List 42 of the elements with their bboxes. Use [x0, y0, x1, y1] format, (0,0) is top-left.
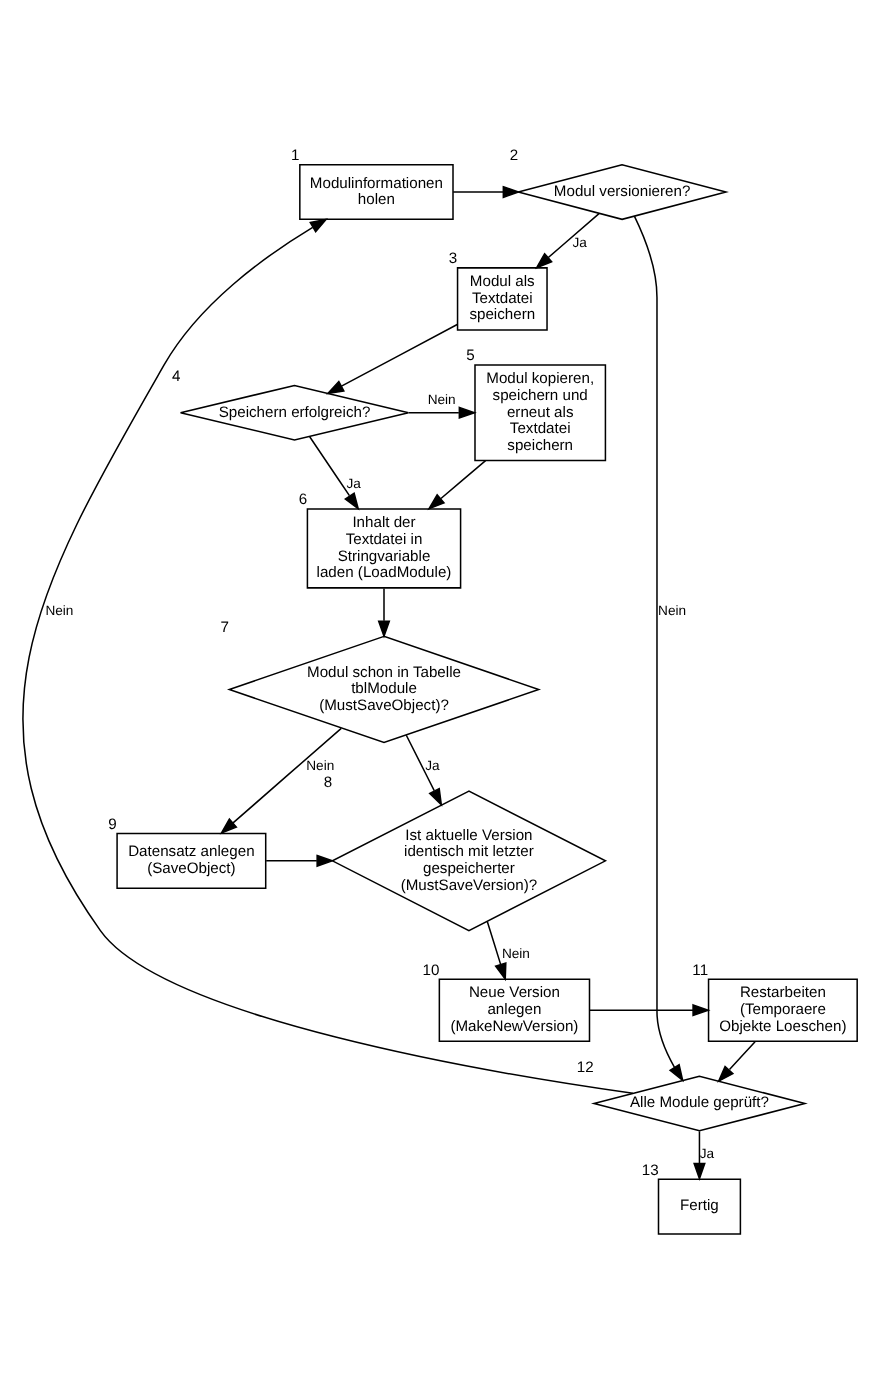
node-label: 4 — [171, 366, 181, 385]
arrow — [589, 1003, 711, 1017]
arrow — [427, 459, 487, 511]
arrow — [22, 218, 634, 1095]
node-label: 6 — [298, 490, 308, 509]
node-diamond: Ist aktuelle Version identisch mit letzter gespeicherter (MustSaveVersion)? — [330, 790, 608, 932]
node-box: Inhalt der Textdatei in Stringvariable laden (LoadModule) — [306, 508, 462, 589]
node-box: Neue Version anlegen (MakeNewVersion) — [438, 978, 591, 1043]
arrow — [308, 435, 360, 511]
node-box: Modul kopieren, speichern und erneut als Textdatei speichern — [474, 364, 607, 462]
arrow — [265, 854, 335, 868]
node-diamond: Alle Module geprüft? — [590, 1075, 808, 1132]
arrow — [452, 185, 521, 199]
arrow — [693, 1130, 706, 1181]
node-diamond: Speichern erfolgreich? — [179, 384, 410, 441]
node-box: Modul als Textdatei speichern — [456, 267, 548, 331]
node-box: Fertig — [657, 1178, 742, 1235]
node-diamond: Modul schon in Tabelle tblModule (MustSaveObject)? — [226, 635, 542, 744]
node-label: 11 — [692, 960, 709, 979]
node-label: 9 — [108, 815, 117, 834]
node-label: 8 — [323, 772, 333, 791]
node-label: 10 — [422, 960, 440, 979]
node-label: 2 — [509, 146, 519, 165]
arrow — [717, 1041, 756, 1083]
arrow — [633, 215, 684, 1083]
arrow — [405, 734, 443, 807]
node-box: Restarbeiten (Temporaere Objekte Loeschen) — [707, 978, 858, 1043]
node-label: 5 — [466, 346, 475, 365]
node-label: 3 — [448, 249, 458, 268]
node-diamond: Modul versionieren? — [515, 163, 729, 221]
node-label: 13 — [641, 1160, 659, 1179]
node-label: 12 — [576, 1057, 594, 1076]
arrow — [408, 406, 477, 420]
arrow — [377, 587, 391, 639]
arrow — [325, 323, 458, 395]
node-label: 7 — [220, 617, 229, 636]
arrow — [219, 727, 342, 835]
arrow — [486, 920, 507, 982]
node-label: 1 — [291, 146, 300, 165]
arrow — [534, 212, 600, 270]
node-box: Datensatz anlegen (SaveObject) — [116, 832, 267, 889]
node-box: Modulinformationen holen — [299, 164, 454, 221]
